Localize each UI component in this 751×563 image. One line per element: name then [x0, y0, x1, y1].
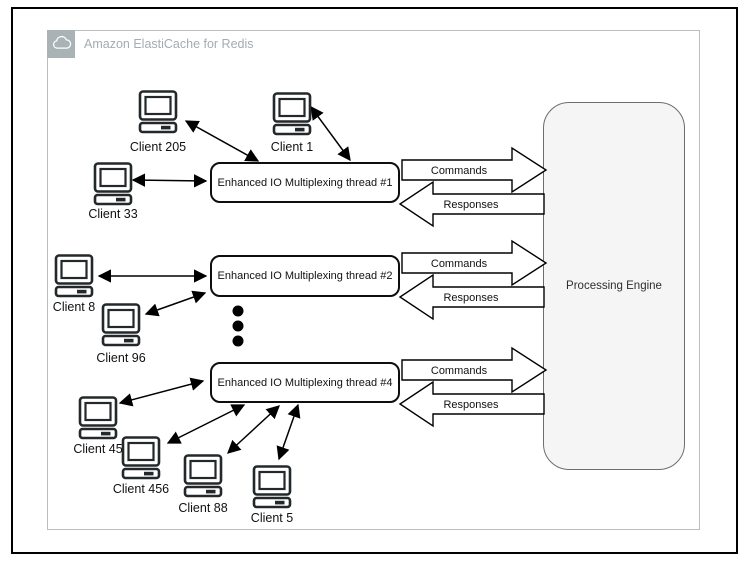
computer-icon	[138, 90, 178, 134]
computer-icon	[54, 254, 94, 298]
thread-label: Enhanced IO Multiplexing thread #2	[217, 270, 393, 282]
client-label: Client 456	[112, 482, 170, 496]
client-label: Client 8	[52, 300, 96, 314]
client-node-8: Client 8	[53, 254, 95, 314]
cloud-icon	[47, 30, 75, 58]
client-label: Client 1	[270, 140, 314, 154]
computer-icon	[93, 162, 133, 206]
flow-arrows-thread-2: Commands Responses	[398, 239, 548, 321]
responses-arrow	[398, 180, 545, 228]
computer-icon	[101, 303, 141, 347]
computer-icon	[183, 454, 223, 498]
commands-arrow	[401, 146, 548, 194]
client-label: Client 88	[178, 501, 228, 515]
client-node-88: Client 88	[178, 454, 228, 515]
thread-box-4: Enhanced IO Multiplexing thread #4	[210, 362, 400, 403]
client-node-33: Client 33	[88, 162, 138, 221]
client-node-5: Client 5	[251, 465, 293, 525]
client-label: Client 33	[88, 207, 138, 221]
client-label: Client 45	[73, 442, 123, 456]
client-node-205: Client 205	[130, 90, 186, 154]
responses-arrow	[398, 380, 545, 428]
responses-label: Responses	[443, 199, 499, 211]
client-node-45: Client 45	[73, 396, 123, 456]
client-label: Client 205	[129, 140, 187, 154]
commands-label: Commands	[431, 258, 488, 270]
thread-label: Enhanced IO Multiplexing thread #4	[217, 376, 393, 389]
thread-box-2: Enhanced IO Multiplexing thread #2	[210, 255, 400, 297]
computer-icon	[272, 92, 312, 136]
client-node-1: Client 1	[271, 92, 313, 154]
responses-label: Responses	[443, 399, 499, 411]
computer-icon	[121, 436, 161, 480]
container-title: Amazon ElastiCache for Redis	[84, 37, 254, 51]
flow-arrows-thread-4: Commands Responses	[398, 346, 548, 428]
responses-label: Responses	[443, 292, 499, 304]
processing-engine-label: Processing Engine	[566, 280, 662, 292]
cloud-icon-glyph	[53, 35, 72, 49]
thread-box-1: Enhanced IO Multiplexing thread #1	[210, 162, 400, 203]
processing-engine-box: Processing Engine	[543, 102, 685, 470]
computer-icon	[252, 465, 292, 509]
thread-label: Enhanced IO Multiplexing thread #1	[217, 176, 393, 189]
flow-arrows-thread-1: Commands Responses	[398, 146, 548, 228]
commands-arrow	[401, 239, 548, 287]
client-label: Client 5	[250, 511, 294, 525]
client-node-456: Client 456	[113, 436, 169, 496]
commands-arrow	[401, 346, 548, 394]
commands-label: Commands	[431, 165, 488, 177]
client-label: Client 96	[96, 351, 146, 365]
computer-icon	[78, 396, 118, 440]
client-node-96: Client 96	[96, 303, 146, 365]
responses-arrow	[398, 273, 545, 321]
commands-label: Commands	[431, 365, 488, 377]
